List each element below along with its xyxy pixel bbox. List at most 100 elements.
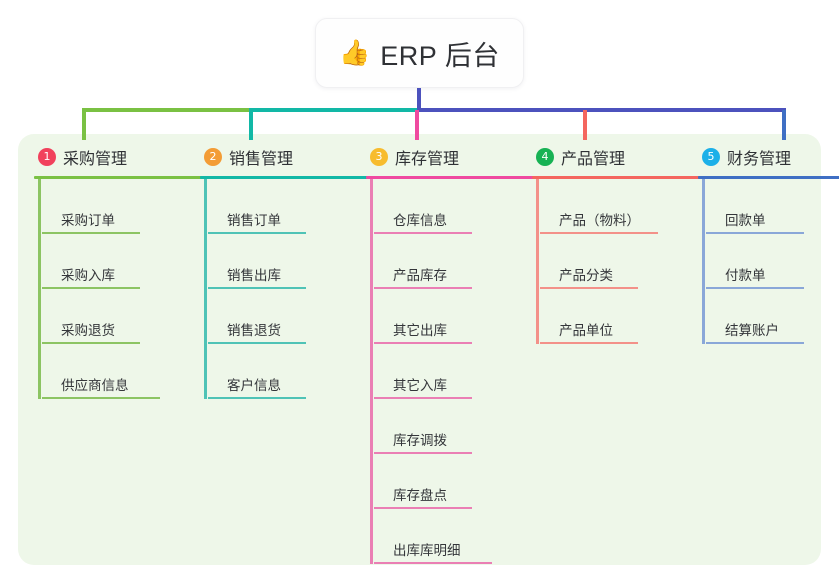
leaf-rule	[540, 232, 658, 234]
branch-rule-5	[698, 176, 839, 179]
branch-spine-2	[204, 179, 207, 399]
leaf-item[interactable]: 其它入库	[374, 344, 534, 399]
leaf-rule	[374, 562, 492, 564]
branch-column-3: 3 库存管理 仓库信息 产品库存 其它出库 其它入库 库存调拨	[366, 146, 534, 564]
leaf-label: 结算账户	[725, 323, 779, 338]
branch-header-1[interactable]: 1 采购管理	[34, 146, 202, 168]
leaf-rule	[374, 342, 472, 344]
branch-title-2: 销售管理	[229, 151, 294, 168]
leaf-label: 出库库明细	[393, 543, 461, 558]
connector-drop-1	[82, 110, 86, 140]
leaf-item[interactable]: 采购订单	[42, 179, 202, 234]
leaf-label: 产品（物料）	[559, 213, 640, 228]
leaf-rule	[208, 287, 306, 289]
branch-spine-4	[536, 179, 539, 344]
leaf-item[interactable]: 结算账户	[706, 289, 839, 344]
branch-badge-1: 1	[38, 148, 56, 166]
leaf-item[interactable]: 产品库存	[374, 234, 534, 289]
connector-bus-indigo-right	[583, 108, 786, 112]
branch-rule-3	[366, 176, 534, 179]
leaf-rule	[42, 287, 140, 289]
leaf-item[interactable]: 库存盘点	[374, 454, 534, 509]
leaf-label: 其它入库	[393, 378, 447, 393]
leaf-item[interactable]: 采购退货	[42, 289, 202, 344]
branch-rule-1	[34, 176, 202, 179]
branch-header-3[interactable]: 3 库存管理	[366, 146, 534, 168]
leaf-item[interactable]: 供应商信息	[42, 344, 202, 399]
leaf-item[interactable]: 客户信息	[208, 344, 368, 399]
branch-column-4: 4 产品管理 产品（物料） 产品分类 产品单位	[532, 146, 700, 344]
leaf-rule	[540, 342, 638, 344]
leaf-label: 采购订单	[61, 213, 115, 228]
leaf-label: 其它出库	[393, 323, 447, 338]
branch-header-5[interactable]: 5 财务管理	[698, 146, 839, 168]
leaf-label: 采购入库	[61, 268, 115, 283]
branch-title-4: 产品管理	[561, 151, 626, 168]
leaf-item[interactable]: 销售订单	[208, 179, 368, 234]
connector-root-stem	[417, 88, 421, 110]
leaf-item[interactable]: 销售退货	[208, 289, 368, 344]
leaf-rule	[374, 452, 472, 454]
branch-items-2: 销售订单 销售出库 销售退货 客户信息	[200, 179, 368, 399]
leaf-label: 客户信息	[227, 378, 281, 393]
leaf-label: 采购退货	[61, 323, 115, 338]
leaf-item[interactable]: 产品单位	[540, 289, 700, 344]
leaf-label: 库存盘点	[393, 488, 447, 503]
branch-rule-2	[200, 176, 368, 179]
thumbs-up-icon: 👍	[339, 38, 371, 67]
leaf-item[interactable]: 出库库明细	[374, 509, 534, 564]
leaf-rule	[208, 232, 306, 234]
leaf-rule	[208, 342, 306, 344]
leaf-item[interactable]: 回款单	[706, 179, 839, 234]
leaf-rule	[208, 397, 306, 399]
branch-spine-3	[370, 179, 373, 564]
leaf-rule	[42, 232, 140, 234]
leaf-rule	[374, 507, 472, 509]
leaf-item[interactable]: 采购入库	[42, 234, 202, 289]
leaf-label: 销售退货	[227, 323, 281, 338]
branch-header-4[interactable]: 4 产品管理	[532, 146, 700, 168]
branch-header-2[interactable]: 2 销售管理	[200, 146, 368, 168]
leaf-label: 产品分类	[559, 268, 613, 283]
branch-column-5: 5 财务管理 回款单 付款单 结算账户	[698, 146, 839, 344]
branch-badge-4: 4	[536, 148, 554, 166]
branch-spine-5	[702, 179, 705, 344]
branches-background-panel	[18, 134, 821, 565]
connector-drop-5	[782, 110, 786, 140]
root-node-title: ERP 后台	[380, 40, 500, 71]
connector-bus-green	[82, 108, 249, 112]
connector-bus-indigo-left	[417, 108, 583, 112]
root-node[interactable]: 👍 ERP 后台	[315, 18, 524, 88]
branch-title-1: 采购管理	[63, 151, 128, 168]
leaf-rule	[706, 287, 804, 289]
leaf-label: 产品单位	[559, 323, 613, 338]
leaf-rule	[374, 287, 472, 289]
leaf-label: 销售订单	[227, 213, 281, 228]
branch-badge-3: 3	[370, 148, 388, 166]
connector-drop-3	[415, 110, 419, 140]
leaf-rule	[540, 287, 638, 289]
leaf-item[interactable]: 产品（物料）	[540, 179, 700, 234]
leaf-label: 供应商信息	[61, 378, 129, 393]
leaf-item[interactable]: 其它出库	[374, 289, 534, 344]
leaf-label: 库存调拨	[393, 433, 447, 448]
leaf-item[interactable]: 销售出库	[208, 234, 368, 289]
leaf-rule	[706, 342, 804, 344]
leaf-item[interactable]: 仓库信息	[374, 179, 534, 234]
branch-items-5: 回款单 付款单 结算账户	[698, 179, 839, 344]
leaf-label: 回款单	[725, 213, 766, 228]
branch-title-5: 财务管理	[727, 151, 792, 168]
leaf-item[interactable]: 产品分类	[540, 234, 700, 289]
branch-items-1: 采购订单 采购入库 采购退货 供应商信息	[34, 179, 202, 399]
leaf-item[interactable]: 付款单	[706, 234, 839, 289]
connector-drop-2	[249, 110, 253, 140]
branch-column-1: 1 采购管理 采购订单 采购入库 采购退货 供应商信息	[34, 146, 202, 399]
leaf-rule	[42, 342, 140, 344]
leaf-label: 销售出库	[227, 268, 281, 283]
branch-rule-4	[532, 176, 700, 179]
leaf-label: 仓库信息	[393, 213, 447, 228]
leaf-rule	[374, 232, 472, 234]
leaf-item[interactable]: 库存调拨	[374, 399, 534, 454]
branch-items-3: 仓库信息 产品库存 其它出库 其它入库 库存调拨 库存盘点	[366, 179, 534, 564]
branch-spine-1	[38, 179, 41, 399]
